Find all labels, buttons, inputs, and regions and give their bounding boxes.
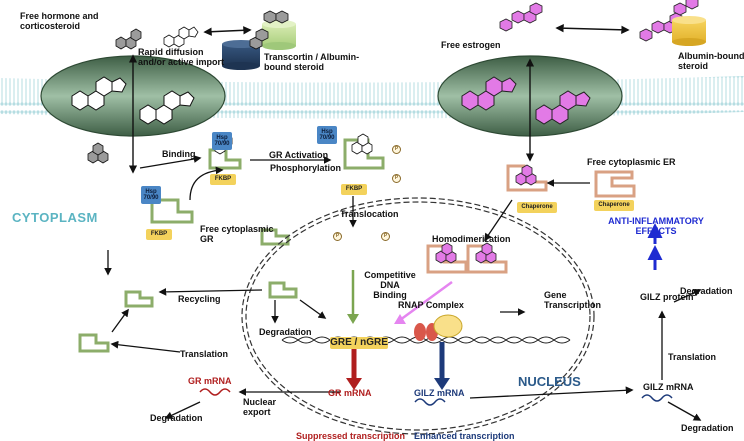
gr-activation-label: GR Activation bbox=[269, 150, 329, 160]
steroid-icon bbox=[115, 26, 199, 50]
degradation-right-bottom-label: Degradation bbox=[681, 423, 734, 433]
nucleus-label: NUCLEUS bbox=[518, 374, 581, 389]
nucleus-envelope bbox=[241, 197, 595, 435]
gr-mrna-cytoplasm-label: GR mRNA bbox=[188, 376, 232, 386]
binding-label: Binding bbox=[162, 149, 196, 159]
phosphorylation-label: Phosphorylation bbox=[270, 163, 342, 173]
chaperone-badge: Chaperone bbox=[517, 202, 557, 213]
gilz-mrna-nuclear-label: GILZ mRNA bbox=[414, 388, 465, 398]
chaperone-badge: Chaperone bbox=[594, 200, 634, 211]
estrogen-icon bbox=[461, 76, 591, 125]
phosphate-badge: P bbox=[392, 145, 401, 154]
gr-mrna-nuclear-label: GR mRNA bbox=[328, 388, 372, 398]
albumin-icon bbox=[672, 20, 706, 42]
gilz-mrna-wave bbox=[414, 398, 446, 406]
phosphate-badge: P bbox=[381, 232, 390, 241]
rnap-complex bbox=[414, 323, 426, 341]
gre-badge: GRE / nGRE bbox=[330, 337, 388, 349]
degradation-label: Degradation bbox=[259, 327, 312, 337]
estrogen-icon bbox=[435, 164, 537, 264]
recycling-label: Recycling bbox=[178, 294, 221, 304]
steroid-icon bbox=[71, 76, 195, 125]
phosphate-badge: P bbox=[333, 232, 342, 241]
cytoplasm-label: CYTOPLASM bbox=[12, 210, 98, 225]
free-estrogen-label: Free estrogen bbox=[441, 40, 501, 50]
enhanced-transcription-label: Enhanced transcription bbox=[414, 431, 515, 441]
suppressed-transcription-label: Suppressed transcription bbox=[296, 431, 406, 441]
gr-mrna-wave bbox=[199, 388, 231, 396]
homodimerization-label: Homodimerization bbox=[432, 234, 511, 244]
estrogen-icon bbox=[499, 0, 699, 42]
gilz-protein-label: GILZ protein bbox=[640, 292, 694, 302]
translation-right-label: Translation bbox=[668, 352, 717, 362]
translocation-label: Translocation bbox=[340, 209, 399, 219]
transcortin-label: Transcortin / Albumin-bound steroid bbox=[264, 52, 360, 73]
fkbp-badge: FKBP bbox=[210, 174, 236, 185]
fkbp-badge: FKBP bbox=[146, 229, 172, 240]
dna-helix bbox=[281, 336, 571, 344]
rnap-label: RNAP Complex bbox=[398, 300, 464, 310]
phosphate-badge: P bbox=[392, 174, 401, 183]
degradation-right-top-label: Degradation bbox=[680, 286, 733, 296]
translation-left-label: Translation bbox=[180, 349, 229, 359]
transcortin-icon bbox=[222, 10, 296, 70]
degradation-left-label: Degradation bbox=[150, 413, 203, 423]
gilz-mrna-cytoplasm-label: GILZ mRNA bbox=[643, 382, 694, 392]
free-er-label: Free cytoplasmic ER bbox=[587, 157, 676, 167]
fkbp-badge: FKBP bbox=[341, 184, 367, 195]
